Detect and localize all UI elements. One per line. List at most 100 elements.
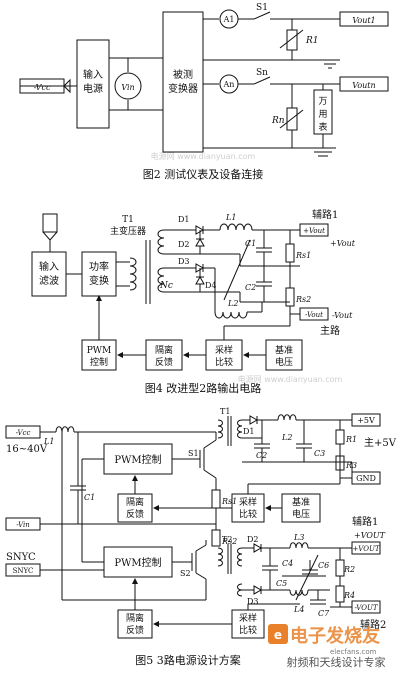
fig2-ammeter-1-label: A1 <box>223 15 235 24</box>
fig5-r4-icon <box>335 585 345 603</box>
fig4-isolation-line1: 隔离 <box>155 344 173 356</box>
fig5-l1-label: L1 <box>43 437 54 446</box>
fig5-iso-1-line1: 隔离 <box>126 496 144 508</box>
fig5-l3-label: L3 <box>293 533 304 542</box>
fig5-l2-label: L2 <box>281 433 292 442</box>
fig4-input-filter-line2: 滤波 <box>39 274 59 287</box>
fig4-transformer-primary <box>129 257 137 291</box>
fig4-rs2-icon <box>285 287 295 307</box>
switch-n-icon <box>253 76 271 85</box>
fig5-r2-label: R2 <box>343 565 355 574</box>
fig5-c6-label: C6 <box>318 561 329 570</box>
fig5-iso-1-line2: 反馈 <box>126 508 144 520</box>
vin-meter-icon <box>114 72 142 100</box>
fig4-pwm-line2: 控制 <box>90 356 108 368</box>
fig5-sample-2-line2: 比较 <box>239 624 257 636</box>
fig4-sample-line2: 比较 <box>215 356 233 368</box>
fig5-s2-label: S2 <box>180 569 191 578</box>
fig5-vin-label: -Vin <box>16 521 30 529</box>
fig4-primary-turns-label: Nc <box>159 281 173 291</box>
fig5-c3-label: C3 <box>314 449 325 458</box>
fig2-multimeter-line2: 用 <box>318 109 327 120</box>
fig5-sample-2-line1: 采样 <box>239 612 257 624</box>
fig4-c2-label: C2 <box>245 283 256 292</box>
fig5-c4-label: C4 <box>282 559 293 568</box>
fig2-multimeter-line3: 表 <box>318 121 327 133</box>
fig5-c7-label: C7 <box>318 609 330 618</box>
fig4-main-out: -Vout <box>332 311 353 320</box>
logo-badge-char: e <box>274 628 282 642</box>
fig5-aux2-tag-label: -VOUT <box>354 604 378 612</box>
fig5-d1-label: D1 <box>243 427 255 436</box>
fig5-sample-1-line1: 采样 <box>239 496 257 508</box>
fig4-power-conversion-line1: 功率 <box>89 260 109 273</box>
fig2-input-supply-line2: 电源 <box>83 82 103 95</box>
fig5-t1-label: T1 <box>220 407 230 416</box>
fig4-isolation-line2: 反馈 <box>155 356 173 368</box>
fig4-power-conversion-box <box>81 251 117 297</box>
fig5-iso-2-line1: 隔离 <box>126 612 144 624</box>
fig5-aux1-tag-label: +VOUT <box>352 545 380 553</box>
fig4-rs1-icon <box>285 243 295 263</box>
fig4-l2-label: L2 <box>227 299 238 308</box>
fig5-s1-label: S1 <box>188 449 199 458</box>
fig4-main-label: 主路 <box>320 324 340 337</box>
fig4-d3-label: D3 <box>178 257 190 266</box>
fig4-l1-icon <box>219 223 253 231</box>
figure-5-text: -Vcc 16~40V L1 C1 -Vin SNYC SNYC PWM控制 P… <box>6 407 397 636</box>
fig2-output-n-label: Voutn <box>352 81 375 90</box>
fig4-reference-line1: 基准 <box>275 344 293 356</box>
fig4-l2-icon <box>214 311 248 319</box>
fig2-input-supply-line1: 输入 <box>83 68 103 81</box>
dut-box <box>162 11 204 153</box>
fig5-snyc-label: SNYC <box>6 552 36 563</box>
fig5-vcc-label: -Vcc <box>16 429 31 437</box>
fig5-main-5v-label: 主+5V <box>364 437 397 449</box>
figure-2 <box>19 9 389 157</box>
fig5-r5-icon <box>335 559 345 577</box>
fig5-pwm-1-label: PWM控制 <box>114 453 161 466</box>
fig5-5v-tag <box>351 413 381 427</box>
fig2-multimeter-line1: 万 <box>318 97 327 107</box>
fig2-output-1-label: Vout1 <box>352 16 375 25</box>
fig5-l3-icon <box>289 542 309 549</box>
fig5-l1-icon <box>55 426 75 433</box>
logo-badge-icon <box>268 624 288 644</box>
logo-site: elecfans.com <box>330 648 377 656</box>
fig5-snyc-tag-label: SNYC <box>13 567 34 575</box>
fig4-main-out-tag-label: -Vout <box>305 311 323 319</box>
fig2-caption: 图2 测试仪表及设备连接 <box>143 167 264 181</box>
fig5-c5-label: C5 <box>276 579 287 588</box>
fig4-reference-line2: 电压 <box>275 356 293 368</box>
fig5-c1-label: C1 <box>84 493 95 502</box>
fig2-dut-line1: 被测 <box>173 68 193 81</box>
fig5-d2-icon <box>253 543 263 553</box>
fig2-ammeter-n-label: An <box>223 80 235 89</box>
fig2-vin-label: Vin <box>121 83 134 92</box>
fig2-switch-n-label: Sn <box>256 68 268 78</box>
fig4-aux-out-tag <box>299 223 329 237</box>
figure-5 <box>5 413 381 639</box>
fig4-d2-icon <box>195 237 205 247</box>
fig2-switch-1-label: S1 <box>256 3 268 13</box>
fig4-input-filter-line1: 输入 <box>39 260 59 273</box>
fig4-rs2-label: Rs2 <box>295 295 311 304</box>
fig4-d4-label: D4 <box>205 281 217 290</box>
site-tagline: 射频和天线设计专家 <box>287 655 386 669</box>
fig5-c2-label: C2 <box>256 451 267 460</box>
logo-text: 电子发烧友 <box>290 625 380 647</box>
fig2-resistor-n-label: Rn <box>271 116 285 126</box>
figure-4-text: 输入 滤波 功率 变换 PWM 控制 隔离 反馈 采样 比较 基准 电压 T1 … <box>39 208 356 395</box>
fig5-sample-1-line2: 比较 <box>239 508 257 520</box>
fig5-l4-label: L4 <box>293 605 304 614</box>
fig5-t2-label: T2 <box>222 535 232 544</box>
fig4-aux-label: 辅路1 <box>312 208 338 221</box>
fig4-caption: 图4 改进型2路输出电路 <box>145 381 262 395</box>
fig4-d1-label: D1 <box>178 215 190 224</box>
fig4-main-out-tag <box>299 307 329 321</box>
fig5-gnd-label: GND <box>356 474 376 483</box>
fig2-resistor-1-label: R1 <box>305 36 319 46</box>
fig5-d3-icon <box>253 585 263 595</box>
fig5-rs2-label: Rs2 <box>221 537 237 546</box>
